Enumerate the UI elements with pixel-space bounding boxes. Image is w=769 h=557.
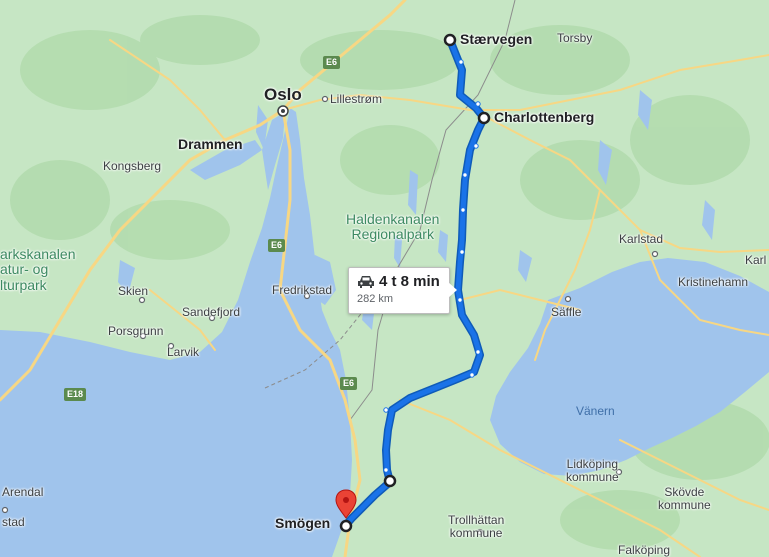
waypoint-label-end[interactable]: Smögen (275, 515, 331, 531)
city-label-trollhattan-line2: kommune (449, 526, 503, 541)
waypoint-label-via[interactable]: Charlottenberg (494, 109, 595, 125)
fjord-arm (262, 112, 285, 190)
city-label-lidkoping[interactable]: Lidköping kommune (566, 457, 619, 485)
city-label-torsby[interactable]: Torsby (557, 31, 593, 45)
car-icon (358, 276, 374, 288)
city-label-porsgrunn[interactable]: Porsgrunn (108, 324, 164, 338)
park-label-west-line1: arkskanalen (0, 246, 76, 262)
city-label-trollhattan[interactable]: Trollhättan kommune (448, 513, 505, 541)
park-label-haldenkanalen-line2: Regionalpark (351, 226, 434, 243)
route-distance: 282 km (357, 293, 394, 305)
city-label-saffle[interactable]: Säffle (551, 305, 582, 319)
city-label-lidkoping-line1: Lidköping (566, 457, 619, 471)
waypoint-intermediate-marker[interactable] (383, 474, 397, 488)
city-label-trollhattan-line1: Trollhättan (448, 513, 505, 527)
waypoint-start-marker[interactable] (443, 33, 457, 47)
road-shield-e18: E18 (64, 388, 87, 401)
sea-water (0, 108, 352, 557)
city-label-lillestrom[interactable]: Lillestrøm (330, 92, 383, 106)
road-shield-e6-north: E6 (323, 56, 341, 69)
route-vertex-dots (383, 59, 481, 473)
county-border (264, 299, 373, 389)
route-duration: 4 t 8 min (379, 273, 440, 290)
town-dots (1, 95, 659, 536)
road-shield-e6-south: E6 (340, 377, 358, 390)
lake-label-vanern: Vänern (576, 404, 615, 418)
city-label-karlstad[interactable]: Karlstad (619, 232, 664, 246)
park-label-west-line3: lturpark (0, 276, 47, 293)
waypoint-via-marker[interactable] (477, 111, 491, 125)
lake-vanern (490, 258, 769, 476)
city-label-falkoping[interactable]: Falköping (618, 543, 671, 557)
park-label-west[interactable]: arkskanalen atur- og lturpark (0, 246, 76, 293)
forest-patches (10, 15, 769, 550)
city-label-larvik[interactable]: Larvik (167, 345, 200, 359)
capital-city-dot-icon (277, 105, 289, 117)
park-label-west-line2: atur- og (0, 261, 49, 278)
city-label-sandefjord[interactable]: Sandefjord (182, 305, 241, 319)
waypoint-label-start[interactable]: Stærvegen (460, 31, 533, 47)
city-label-arendal[interactable]: Arendal (2, 485, 44, 499)
road-shield-e6-mid: E6 (268, 239, 286, 252)
city-label-kristinehamn[interactable]: Kristinehamn (678, 275, 749, 289)
city-label-oslo[interactable]: Oslo (264, 85, 302, 104)
route-info-box[interactable]: 4 t 8 min 282 km (348, 267, 457, 314)
country-border (349, 0, 516, 421)
route-info-box-pointer (448, 282, 457, 298)
city-label-skovde-line2: kommune (658, 498, 711, 513)
city-label-lidkoping-line2: kommune (566, 470, 619, 485)
fjord-arm (190, 140, 262, 180)
city-label-skovde[interactable]: Skövde kommune (658, 485, 711, 513)
waypoint-end-marker[interactable] (339, 519, 353, 533)
city-label-kongsberg[interactable]: Kongsberg (103, 159, 162, 173)
city-label-skovde-line1: Skövde (664, 485, 705, 499)
city-label-karl[interactable]: Karl (745, 253, 767, 267)
red-map-pin-icon[interactable] (335, 489, 357, 519)
city-label-fredrikstad[interactable]: Fredrikstad (272, 283, 333, 297)
park-label-haldenkanalen[interactable]: Haldenkanalen Regionalpark (346, 211, 440, 243)
city-label-stad[interactable]: stad (2, 515, 25, 529)
city-label-drammen[interactable]: Drammen (178, 136, 243, 152)
fjord-arm (300, 255, 336, 305)
city-label-skien[interactable]: Skien (118, 284, 149, 298)
park-label-haldenkanalen-line1: Haldenkanalen (346, 211, 440, 227)
